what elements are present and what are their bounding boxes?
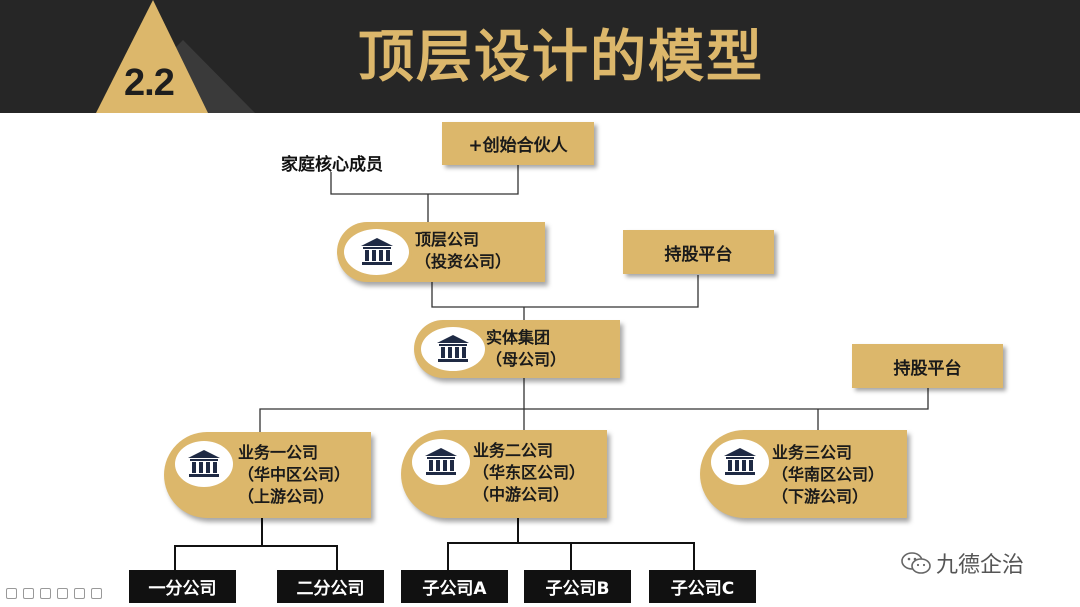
top-company-sublabel: （投资公司）	[415, 252, 512, 271]
section-number: 2.2	[124, 62, 175, 104]
bank-icon-circle	[409, 436, 473, 488]
bank-icon-circle	[418, 324, 488, 374]
branch-1-box: 一分公司	[129, 570, 236, 603]
bank-icon-circle	[341, 226, 412, 278]
holding-platform-1-box: 持股平台	[623, 230, 774, 274]
watermark: 九德企治	[900, 547, 1024, 579]
business-1-stage: （上游公司）	[238, 487, 335, 506]
business-3-stage: （下游公司）	[772, 487, 869, 506]
bank-icon-circle	[172, 438, 236, 490]
connector-top	[330, 165, 519, 195]
badge-triangle	[96, 0, 208, 113]
page-title: 顶层设计的模型	[358, 25, 764, 90]
connector-branches	[174, 545, 338, 570]
business-1-node: 业务一公司 （华中区公司） （上游公司）	[164, 432, 371, 518]
subsidiary-c-box: 子公司C	[649, 570, 756, 603]
business-1-label: 业务一公司	[238, 443, 319, 462]
business-3-label: 业务三公司	[772, 443, 853, 462]
pen-icon[interactable]	[23, 588, 34, 599]
connector-business-bar	[259, 388, 929, 432]
founders-box: +创始合伙人	[442, 122, 594, 165]
prev-slide-icon[interactable]	[6, 588, 17, 599]
highlighter-icon[interactable]	[40, 588, 51, 599]
bank-icon	[437, 335, 469, 362]
bank-icon	[425, 448, 457, 475]
family-core-label: 家庭核心成员	[281, 155, 383, 175]
business-2-region: （华东区公司）	[473, 463, 586, 482]
camera-icon[interactable]	[91, 588, 102, 599]
pointer-icon[interactable]	[74, 588, 85, 599]
business-2-node: 业务二公司 （华东区公司） （中游公司）	[401, 430, 607, 518]
entity-group-label: 实体集团	[486, 328, 551, 347]
subsidiary-a-box: 子公司A	[401, 570, 508, 603]
business-2-label: 业务二公司	[473, 441, 554, 460]
connector-mid	[431, 275, 699, 308]
entity-group-sublabel: （母公司）	[486, 350, 567, 369]
wechat-icon	[901, 552, 931, 574]
top-company-node: 顶层公司 （投资公司）	[337, 222, 545, 282]
holding-platform-2-box: 持股平台	[852, 344, 1003, 388]
bank-icon	[724, 448, 756, 475]
business-1-region: （华中区公司）	[238, 465, 351, 484]
bank-icon	[188, 450, 220, 477]
subsidiary-b-box: 子公司B	[524, 570, 631, 603]
bank-icon-circle	[708, 436, 772, 488]
eraser-icon[interactable]	[57, 588, 68, 599]
entity-group-node: 实体集团 （母公司）	[414, 320, 620, 378]
slideshow-toolbar	[6, 588, 102, 599]
business-3-region: （华南区公司）	[772, 465, 885, 484]
business-2-stage: （中游公司）	[473, 485, 570, 504]
branch-2-box: 二分公司	[277, 570, 384, 603]
top-company-label: 顶层公司	[415, 230, 480, 249]
watermark-text: 九德企治	[936, 553, 1025, 578]
business-3-node: 业务三公司 （华南区公司） （下游公司）	[700, 430, 907, 518]
bank-icon	[360, 238, 393, 265]
